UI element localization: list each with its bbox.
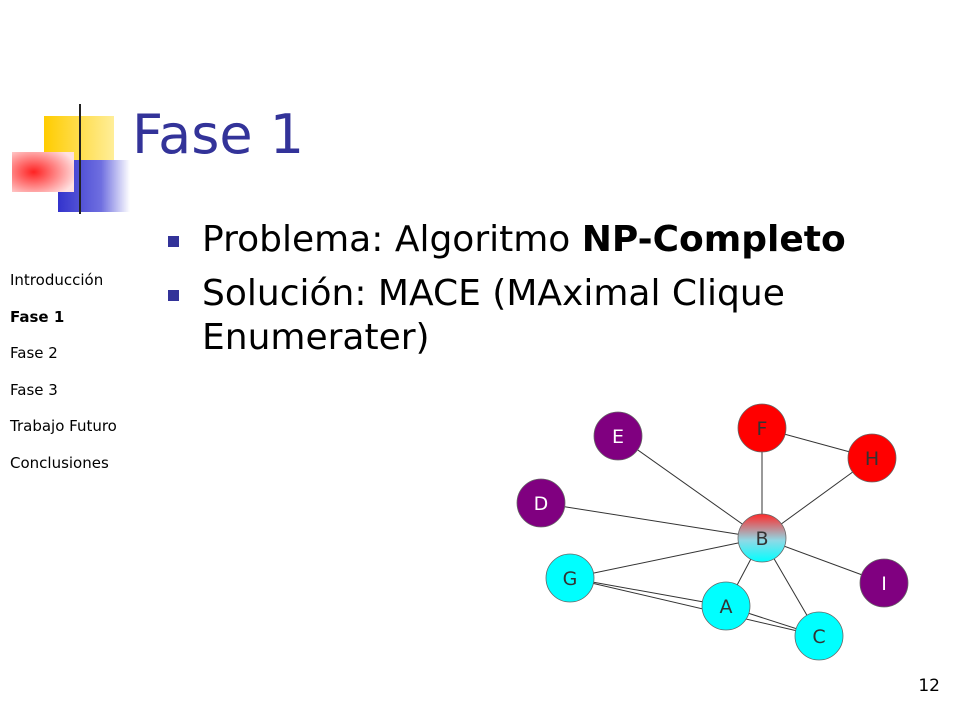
node-label-i: I xyxy=(881,573,887,595)
slide-title: Fase 1 xyxy=(132,103,305,166)
node-circle-c xyxy=(794,611,844,661)
edge-d-b xyxy=(540,502,763,539)
node-d: D xyxy=(516,478,566,528)
node-i: I xyxy=(859,558,909,608)
node-f: F xyxy=(737,403,787,453)
node-e: E xyxy=(593,411,643,461)
edge-b-g xyxy=(569,537,763,579)
bullet-problem-bold: NP-Completo xyxy=(581,219,846,260)
node-label-d: D xyxy=(534,493,549,515)
clique-graph: E F H D B G I A C xyxy=(516,403,909,661)
node-label-c: C xyxy=(812,626,825,648)
graph-nodes: E F H D B G I A C xyxy=(516,403,909,661)
side-navigation: Introducción Fase 1 Fase 2 Fase 3 Trabaj… xyxy=(10,262,117,481)
node-label-e: E xyxy=(612,426,624,448)
node-a: A xyxy=(701,581,751,631)
bullet-solution: Solución: MACE (MAximal Clique Enumerate… xyxy=(168,272,868,360)
nav-item-fase-2[interactable]: Fase 2 xyxy=(10,344,58,362)
node-circle-b xyxy=(737,513,787,563)
node-circle-d xyxy=(516,478,566,528)
page-number: 12 xyxy=(918,676,940,696)
title-decoration xyxy=(12,104,960,214)
square-bullet-icon xyxy=(168,290,179,301)
node-circle-i xyxy=(859,558,909,608)
node-circle-g xyxy=(545,553,595,603)
bullet-list: Problema: Algoritmo NP-Completo Solución… xyxy=(168,218,868,370)
bullet-problem-prefix: Problema: Algoritmo xyxy=(202,219,582,260)
square-bullet-icon xyxy=(168,236,179,247)
node-c: C xyxy=(794,611,844,661)
node-g: G xyxy=(545,553,595,603)
node-circle-h xyxy=(847,433,897,483)
node-circle-f xyxy=(737,403,787,453)
nav-item-fase-1[interactable]: Fase 1 xyxy=(10,307,65,326)
node-circle-a xyxy=(701,581,751,631)
nav-item-conclusiones[interactable]: Conclusiones xyxy=(10,453,109,472)
nav-item-trabajo-futuro[interactable]: Trabajo Futuro xyxy=(10,417,117,435)
bullet-solution-text: Solución: MACE (MAximal Clique Enumerate… xyxy=(202,273,785,358)
edge-g-c xyxy=(569,577,820,637)
node-label-f: F xyxy=(757,418,768,440)
edge-g-a xyxy=(569,577,727,607)
bullet-problem: Problema: Algoritmo NP-Completo xyxy=(168,218,868,262)
node-b: B xyxy=(737,513,787,563)
node-label-g: G xyxy=(563,568,578,590)
node-label-b: B xyxy=(755,528,768,550)
node-h: H xyxy=(847,433,897,483)
nav-item-fase-3[interactable]: Fase 3 xyxy=(10,380,58,399)
edge-e-b xyxy=(617,435,763,539)
node-label-a: A xyxy=(720,596,733,618)
node-label-h: H xyxy=(865,448,879,470)
nav-item-introduccion[interactable]: Introducción xyxy=(10,271,104,289)
node-circle-e xyxy=(593,411,643,461)
deco-red-square xyxy=(12,152,74,192)
